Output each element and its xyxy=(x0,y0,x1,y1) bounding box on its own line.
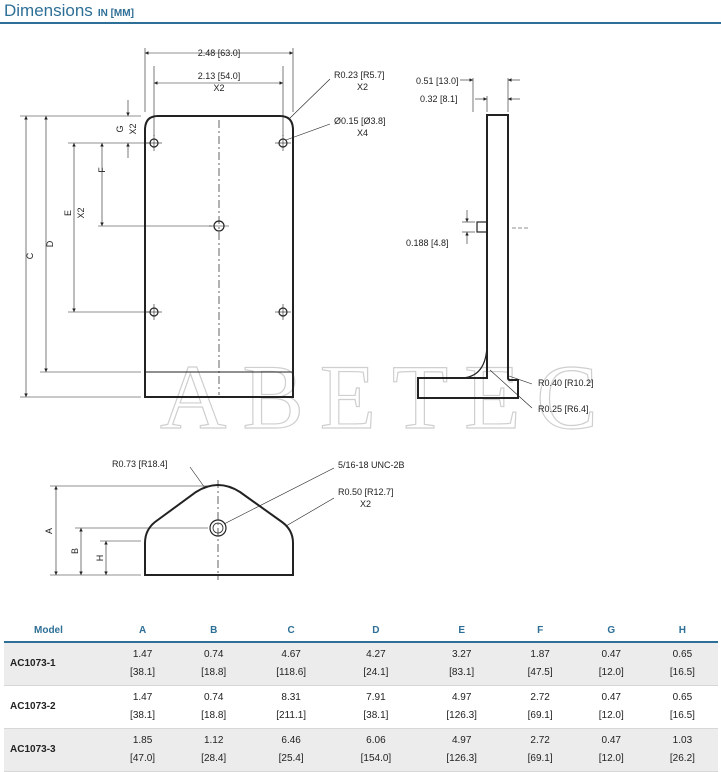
cell-h: 0.65[16.5] xyxy=(646,642,718,686)
pin-label: 0.188 [4.8] xyxy=(406,238,449,248)
front-view-labels: 2.48 [63.0] 2.13 [54.0] X2 R0.23 [R5.7] … xyxy=(25,48,386,259)
dim-d-label: D xyxy=(45,240,55,247)
overall-width-label: 2.48 [63.0] xyxy=(198,48,241,58)
cell-c: 8.31[211.1] xyxy=(249,685,334,729)
dim-b-label: B xyxy=(70,548,80,554)
cell-c: 6.46[25.4] xyxy=(249,728,334,772)
dim-a-label: A xyxy=(44,528,54,534)
table-row: AC1073-1 1.47[38.1] 0.74[18.8] 4.67[118.… xyxy=(4,642,718,686)
cell-d: 4.27[24.1] xyxy=(333,642,419,686)
cell-b: 0.74[18.8] xyxy=(178,685,250,729)
cell-h: 1.03[26.2] xyxy=(646,728,718,772)
dimensions-table: Model A B C D E F G H AC1073-1 1.47[38.1… xyxy=(4,619,718,772)
outer-radius-label: R0.40 [R10.2] xyxy=(538,378,594,388)
bottom-view xyxy=(50,466,335,580)
col-header-model: Model xyxy=(4,619,107,643)
hole-dia-label: Ø0.15 [Ø3.8] xyxy=(334,116,386,126)
hole-dia-qty: X4 xyxy=(357,128,368,138)
col-header-b: B xyxy=(178,619,250,643)
cell-g: 0.47[12.0] xyxy=(575,642,647,686)
model-cell: AC1073-1 xyxy=(4,642,107,686)
cell-e: 4.97[126.3] xyxy=(418,685,505,729)
cell-b: 0.74[18.8] xyxy=(178,642,250,686)
hole-spacing-qty: X2 xyxy=(213,83,224,93)
cell-f: 1.87[47.5] xyxy=(504,642,576,686)
dim-c-label: C xyxy=(25,252,35,259)
top-radius-label: R0.73 [R18.4] xyxy=(112,459,168,469)
corner-radius-label: R0.23 [R5.7] xyxy=(334,70,385,80)
col-header-c: C xyxy=(249,619,334,643)
section-header: Dimensions IN [MM] xyxy=(0,0,721,24)
side-view xyxy=(417,78,533,409)
thickness-label: 0.32 [8.1] xyxy=(420,94,458,104)
dim-g-qty: X2 xyxy=(128,123,138,134)
front-plate-outline xyxy=(144,115,294,398)
bottom-view-labels: R0.73 [R18.4] 5/16-18 UNC-2B R0.50 [R12.… xyxy=(44,459,405,561)
cell-f: 2.72[69.1] xyxy=(504,728,576,772)
title-text: Dimensions xyxy=(4,1,93,20)
corner-radius-qty: X2 xyxy=(357,82,368,92)
dim-h-label: H xyxy=(95,555,105,562)
cell-g: 0.47[12.0] xyxy=(575,728,647,772)
table-header-row: Model A B C D E F G H xyxy=(4,619,718,643)
cell-e: 4.97[126.3] xyxy=(418,728,505,772)
col-header-h: H xyxy=(646,619,718,643)
cell-c: 4.67[118.6] xyxy=(249,642,334,686)
pin-feature xyxy=(476,221,488,233)
col-header-e: E xyxy=(418,619,505,643)
col-header-f: F xyxy=(504,619,576,643)
bottom-profile-outline xyxy=(144,484,294,576)
dim-f-label: F xyxy=(97,167,107,173)
side-view-labels: 0.51 [13.0] 0.32 [8.1] 0.188 [4.8] R0.40… xyxy=(406,76,594,414)
col-header-a: A xyxy=(107,619,179,643)
cell-h: 0.65[16.5] xyxy=(646,685,718,729)
thread-label: 5/16-18 UNC-2B xyxy=(338,460,405,470)
cell-d: 7.91[38.1] xyxy=(333,685,419,729)
table-row: AC1073-3 1.85[47.0] 1.12[28.4] 6.46[25.4… xyxy=(4,728,718,772)
section-title: Dimensions IN [MM] xyxy=(4,1,134,21)
flange-width-label: 0.51 [13.0] xyxy=(416,76,459,86)
side-radius-label: R0.50 [R12.7] xyxy=(338,487,394,497)
front-view xyxy=(20,48,331,398)
inner-radius-label: R0.25 [R6.4] xyxy=(538,404,589,414)
dim-g-label: G xyxy=(115,125,125,132)
technical-drawing: ABETEC xyxy=(20,48,598,580)
col-header-d: D xyxy=(333,619,419,643)
cell-f: 2.72[69.1] xyxy=(504,685,576,729)
side-radius-qty: X2 xyxy=(360,499,371,509)
side-profile-outline xyxy=(417,114,519,399)
hole-spacing-label: 2.13 [54.0] xyxy=(198,71,241,81)
cell-b: 1.12[28.4] xyxy=(178,728,250,772)
table-row: AC1073-2 1.47[38.1] 0.74[18.8] 8.31[211.… xyxy=(4,685,718,729)
units-label: IN [MM] xyxy=(97,8,134,19)
model-cell: AC1073-3 xyxy=(4,728,107,772)
cell-a: 1.47[38.1] xyxy=(107,685,179,729)
cell-e: 3.27[83.1] xyxy=(418,642,505,686)
dim-e-label: E xyxy=(63,210,73,216)
model-cell: AC1073-2 xyxy=(4,685,107,729)
cell-d: 6.06[154.0] xyxy=(333,728,419,772)
dim-e-qty: X2 xyxy=(76,207,86,218)
col-header-g: G xyxy=(575,619,647,643)
cell-a: 1.47[38.1] xyxy=(107,642,179,686)
header-rule xyxy=(0,22,721,24)
cell-g: 0.47[12.0] xyxy=(575,685,647,729)
cell-a: 1.85[47.0] xyxy=(107,728,179,772)
